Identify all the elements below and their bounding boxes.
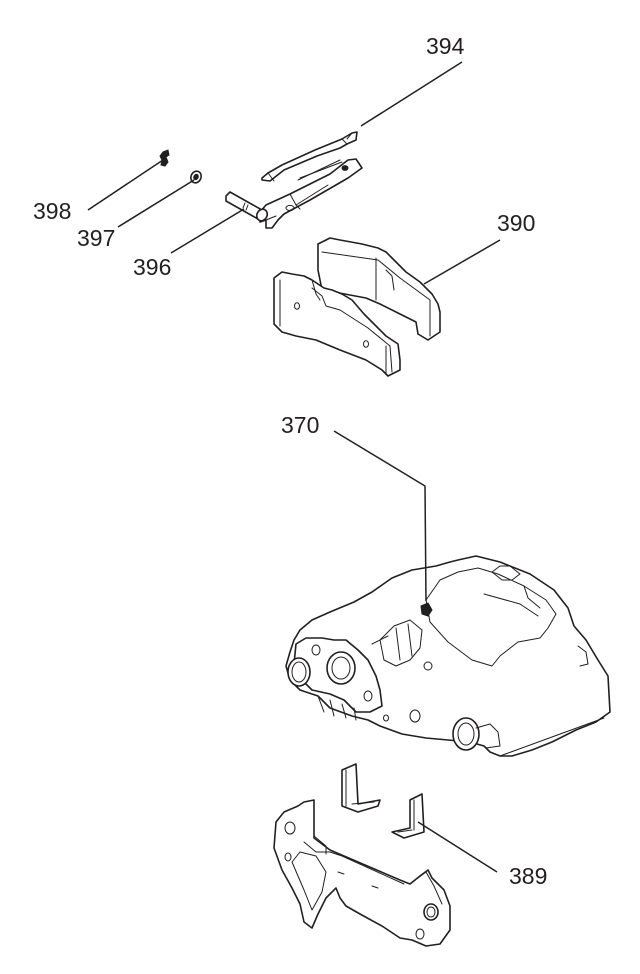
leader-line-390	[423, 239, 501, 285]
callout-390: 390	[497, 210, 535, 236]
leader-line-396	[170, 208, 245, 254]
part-390-rear-pad[interactable]	[317, 237, 441, 341]
callout-396: 396	[133, 254, 171, 280]
part-394-retainer-spring[interactable]	[261, 131, 358, 182]
part-398-clip[interactable]	[159, 149, 170, 167]
callout-394: 394	[426, 33, 465, 59]
callout-397: 397	[77, 225, 115, 251]
part-390-front-pad[interactable]	[273, 271, 401, 377]
leader-line-398	[87, 159, 164, 211]
leader-line-397	[117, 179, 195, 228]
leader-line-370	[333, 430, 427, 602]
part-389-guide-clip-right[interactable]	[391, 793, 425, 839]
part-370-caliper-housing[interactable]	[285, 555, 611, 757]
callout-398: 398	[33, 198, 71, 224]
part-394-retainer-bracket[interactable]	[259, 158, 363, 229]
callout-389: 389	[509, 863, 547, 889]
part-389-guide-clip-left[interactable]	[341, 763, 381, 813]
part-396-pin[interactable]	[225, 191, 269, 223]
leader-line-394	[360, 61, 463, 127]
leader-line-389	[417, 821, 498, 873]
part-389-pad-carrier[interactable]	[273, 799, 451, 947]
callout-370: 370	[281, 412, 319, 438]
